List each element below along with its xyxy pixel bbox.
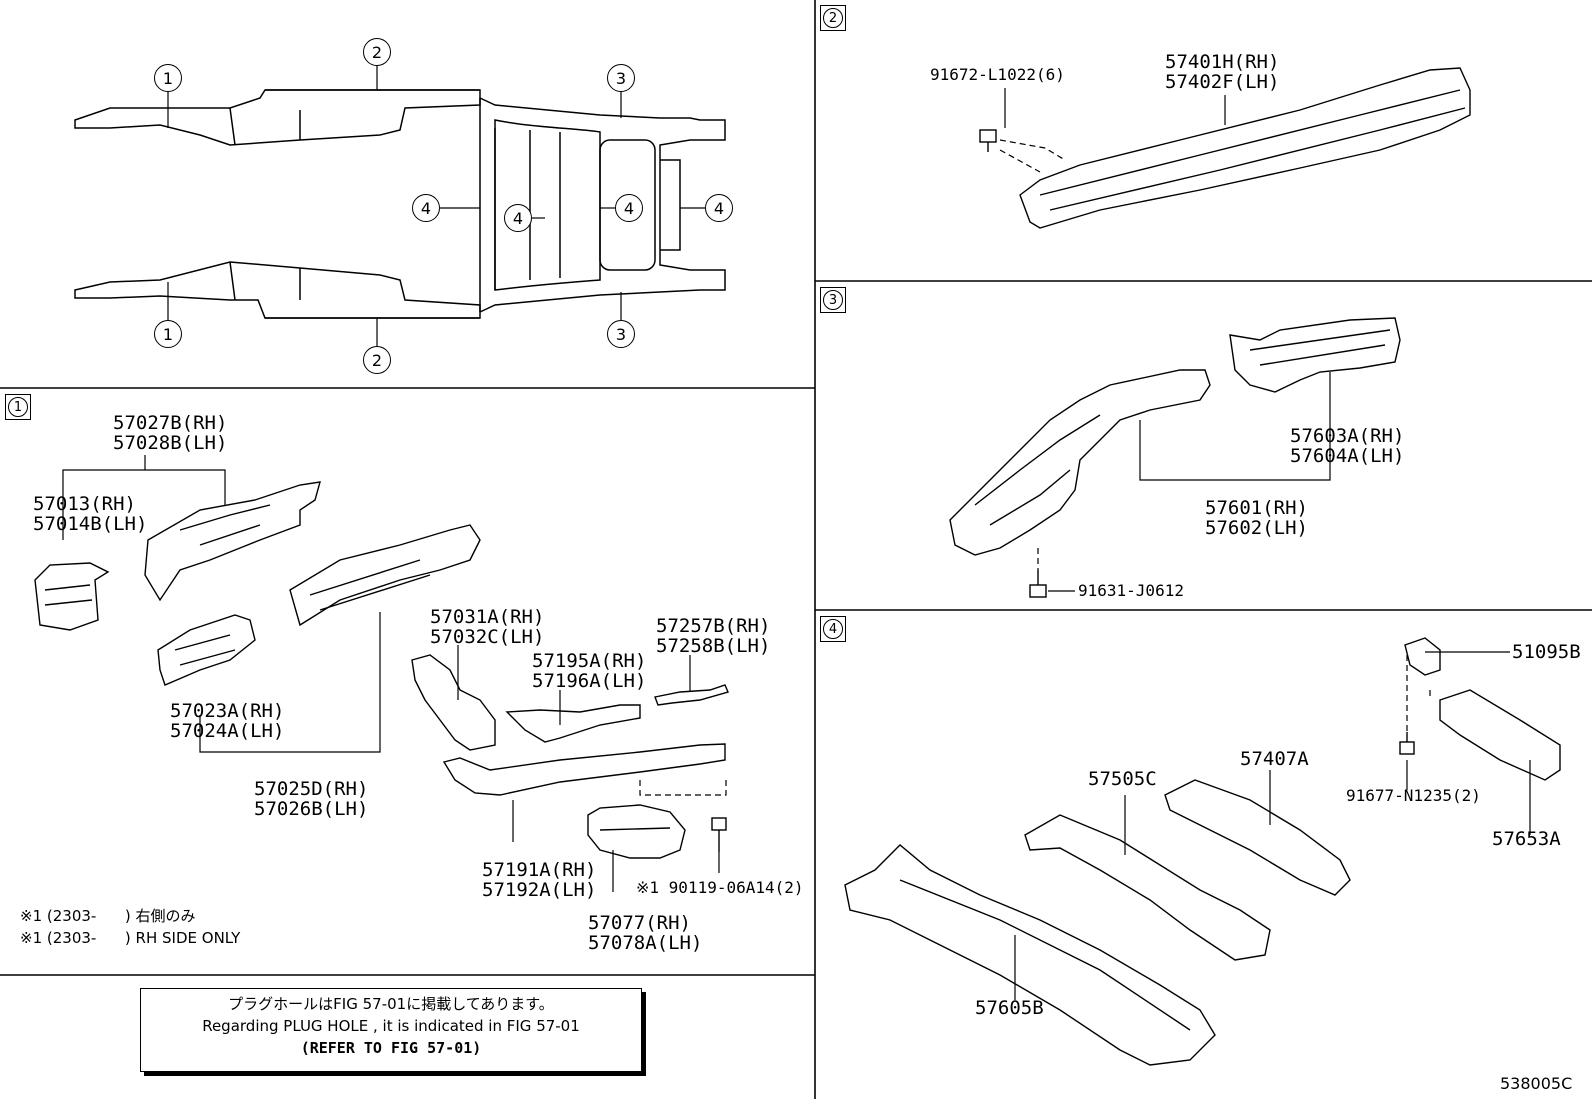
part-label-57505: 57505C — [1088, 768, 1157, 790]
callout-number: 1 — [162, 68, 174, 88]
section-number: 1 — [8, 397, 28, 417]
part-label-90119: ※1 90119-06A14(2) — [636, 878, 804, 897]
part-label-57605: 57605B — [975, 997, 1044, 1019]
part-label-57401: 57401H(RH) 57402F(LH) — [1165, 51, 1280, 93]
section3-parts — [949, 317, 1401, 598]
part-label-91677: 91677-N1235(2) — [1346, 786, 1481, 805]
part-label-91672: 91672-L1022(6) — [930, 65, 1065, 84]
part-label-57601: 57601(RH) 57602(LH) — [1205, 497, 1308, 539]
overview-frame — [74, 89, 726, 319]
overview-callout-3-bottom: 3 — [607, 320, 635, 348]
section2-parts — [979, 67, 1471, 229]
callout-number: 3 — [615, 324, 627, 344]
part-label-57195: 57195A(RH) 57196A(LH) — [532, 650, 647, 692]
plug-hole-note: プラグホールはFIG 57-01に掲載してあります。 Regarding PLU… — [140, 988, 642, 1072]
section-badge-1: 1 — [5, 394, 31, 420]
overview-callout-4-c: 4 — [615, 194, 643, 222]
section-badge-3: 3 — [820, 287, 846, 313]
callout-number: 2 — [371, 350, 383, 370]
part-label-57191: 57191A(RH) 57192A(LH) — [482, 859, 597, 901]
part-label-57025: 57025D(RH) 57026B(LH) — [254, 778, 369, 820]
part-label-51095: 51095B — [1512, 641, 1581, 663]
callout-number: 2 — [371, 42, 383, 62]
part-label-57023: 57023A(RH) 57024A(LH) — [170, 700, 285, 742]
part-label-57027: 57027B(RH) 57028B(LH) — [113, 412, 228, 454]
part-label-91631: 91631-J0612 — [1078, 581, 1184, 600]
part-label-57257: 57257B(RH) 57258B(LH) — [656, 615, 771, 657]
plug-note-line-en: Regarding PLUG HOLE , it is indicated in… — [202, 1017, 580, 1035]
part-label-57407: 57407A — [1240, 748, 1309, 770]
part-label-57603: 57603A(RH) 57604A(LH) — [1290, 425, 1405, 467]
callout-number: 4 — [713, 198, 725, 218]
applicability-note-jp: ※1 (2303- ) 右側のみ — [20, 907, 196, 925]
overview-callout-1-top: 1 — [154, 64, 182, 92]
section-badge-4: 4 — [820, 616, 846, 642]
part-label-57031: 57031A(RH) 57032C(LH) — [430, 606, 545, 648]
overview-callout-2-top: 2 — [363, 38, 391, 66]
section-number: 3 — [823, 290, 843, 310]
part-label-57653: 57653A — [1492, 828, 1561, 850]
overview-callout-1-bottom: 1 — [154, 320, 182, 348]
part-label-57013: 57013(RH) 57014B(LH) — [33, 493, 148, 535]
callout-number: 4 — [420, 198, 432, 218]
callout-number: 4 — [512, 208, 524, 228]
overview-callout-4-b: 4 — [504, 204, 532, 232]
figure-code: 538005C — [1500, 1074, 1573, 1093]
overview-callout-3-top: 3 — [607, 64, 635, 92]
callout-number: 3 — [615, 68, 627, 88]
section-number: 4 — [823, 619, 843, 639]
callout-number: 4 — [623, 198, 635, 218]
callout-number: 1 — [162, 324, 174, 344]
section-number: 2 — [823, 8, 843, 28]
section4-parts — [844, 637, 1561, 1066]
section1-parts — [34, 481, 729, 859]
overview-callout-4-a: 4 — [412, 194, 440, 222]
overview-callout-4-d: 4 — [705, 194, 733, 222]
part-label-57077: 57077(RH) 57078A(LH) — [588, 912, 703, 954]
plug-note-reference: (REFER TO FIG 57-01) — [300, 1039, 482, 1057]
section-badge-2: 2 — [820, 5, 846, 31]
plug-note-line-jp: プラグホールはFIG 57-01に掲載してあります。 — [228, 995, 554, 1013]
overview-callout-2-bottom: 2 — [363, 346, 391, 374]
applicability-note-en: ※1 (2303- ) RH SIDE ONLY — [20, 929, 241, 947]
